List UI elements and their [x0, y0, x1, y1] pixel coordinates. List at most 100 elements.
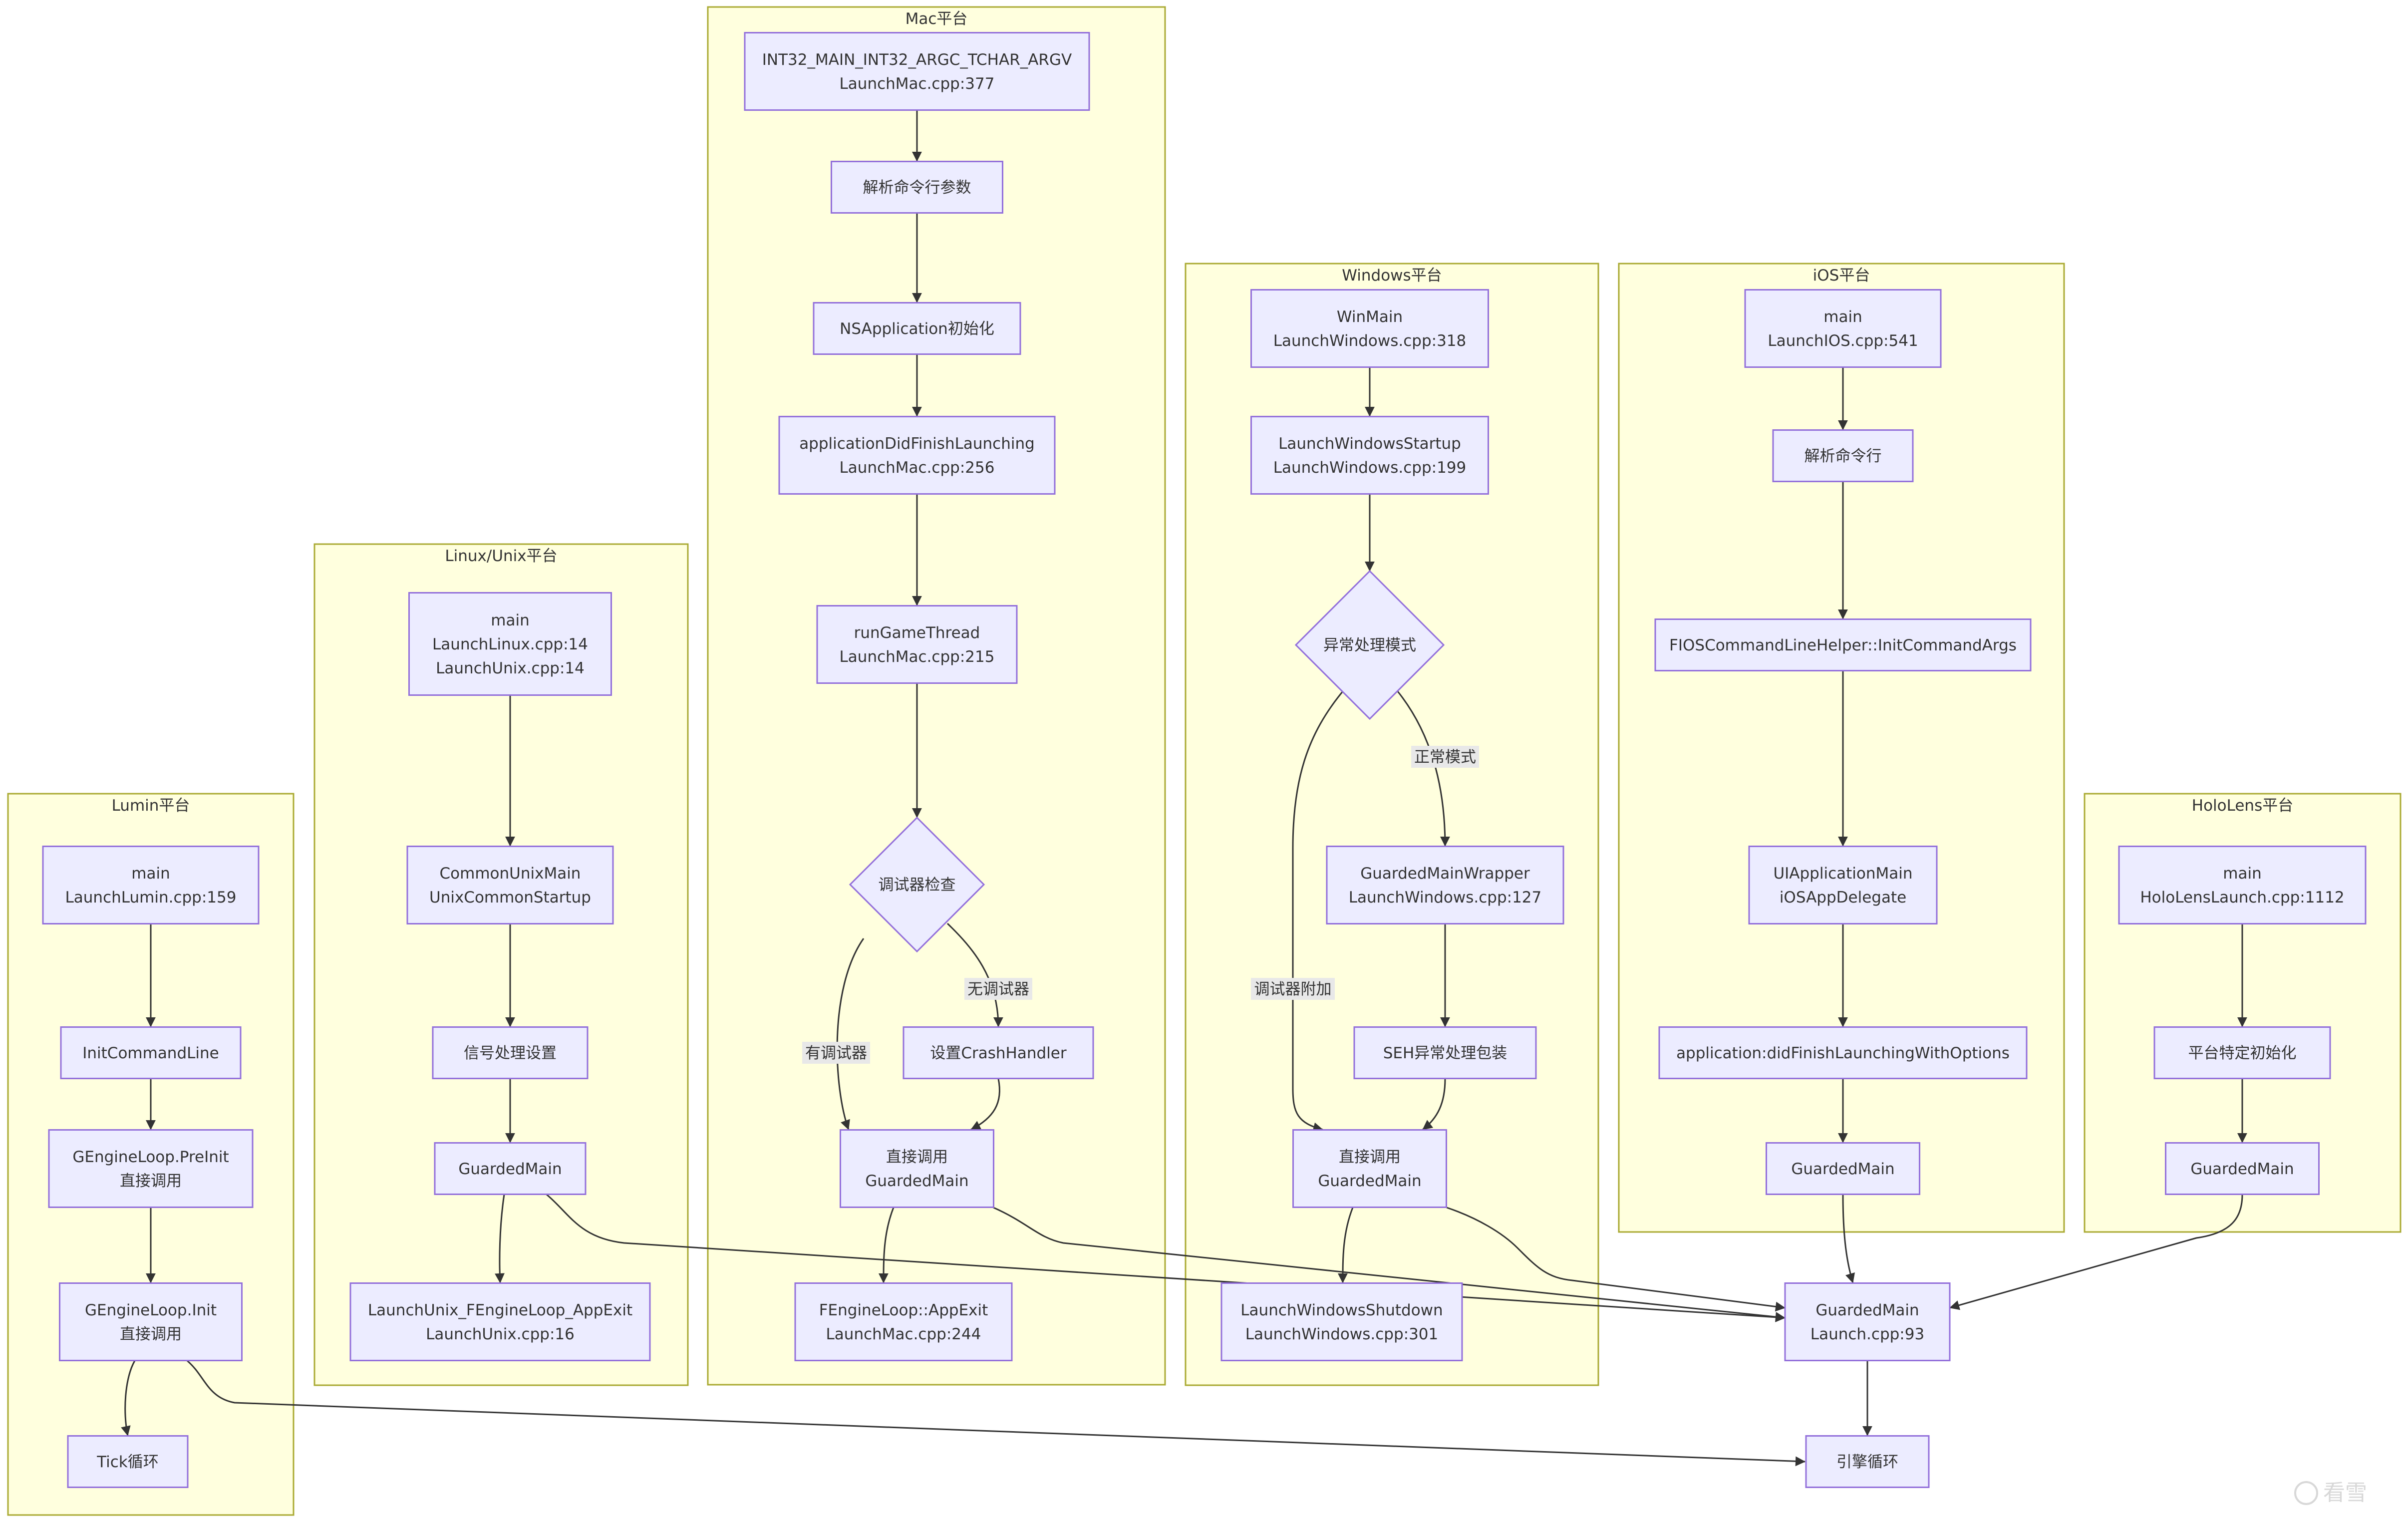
edge-mac-debug-to-crash	[946, 922, 1003, 1027]
svg-text:调试器附加: 调试器附加	[1254, 980, 1332, 998]
edge-mac-crash-to-direct	[970, 1078, 1001, 1131]
watermark: 看雪	[2294, 1480, 2367, 1506]
node-win-shutdown: LaunchWindowsShutdownLaunchWindows.cpp:3…	[1220, 1282, 1463, 1361]
node-ios-guarded: GuardedMain	[1766, 1142, 1920, 1195]
node-label: 异常处理模式	[1323, 636, 1416, 654]
node-label: WinMain	[1337, 308, 1403, 326]
edge-win-seh-to-direct	[1422, 1078, 1446, 1131]
node-label: LaunchLinux.cpp:14	[432, 635, 588, 653]
node-linux-signal: 信号处理设置	[432, 1026, 589, 1079]
node-label: LaunchIOS.cpp:541	[1768, 332, 1918, 350]
node-label: GEngineLoop.PreInit	[72, 1148, 229, 1166]
node-lumin-preinit: GEngineLoop.PreInit 直接调用	[48, 1129, 254, 1208]
watermark-text: 看雪	[2323, 1480, 2367, 1506]
node-label: INT32_MAIN_INT32_ARGC_TCHAR_ARGV	[762, 51, 1072, 69]
node-linux-guarded: GuardedMain	[434, 1142, 587, 1195]
node-holo-guarded: GuardedMain	[2165, 1142, 2320, 1195]
subgraph-title-ios: iOS平台	[1813, 267, 1870, 285]
node-holo-init: 平台特定初始化	[2153, 1026, 2331, 1079]
node-label: GuardedMain	[1318, 1172, 1421, 1190]
node-label: LaunchMac.cpp:256	[840, 459, 995, 477]
edge-mac-debug-to-direct	[836, 938, 865, 1130]
svg-text:有调试器: 有调试器	[805, 1044, 867, 1062]
edge-label-mac-has-debugger: 有调试器	[802, 1042, 870, 1064]
node-win-startup: LaunchWindowsStartupLaunchWindows.cpp:19…	[1250, 416, 1489, 495]
node-label: InitCommandLine	[82, 1044, 219, 1062]
node-label: Tick循环	[96, 1453, 159, 1471]
node-label: NSApplication初始化	[840, 320, 994, 338]
node-label: 直接调用	[120, 1172, 182, 1190]
node-label: CommonUnixMain	[440, 865, 581, 883]
node-ios-didfinish: application:didFinishLaunchingWithOption…	[1658, 1026, 2028, 1079]
node-label: 直接调用	[886, 1148, 948, 1166]
node-label: LaunchWindows.cpp:199	[1273, 459, 1467, 477]
edge-win-direct-to-shutdown	[1338, 1207, 1354, 1283]
node-label: iOSAppDelegate	[1780, 889, 1906, 907]
subgraph-title-mac: Mac平台	[905, 10, 968, 28]
node-label: LaunchMac.cpp:244	[826, 1325, 981, 1343]
node-mac-crash: 设置CrashHandler	[903, 1026, 1094, 1079]
subgraph-ios: iOS平台	[1618, 263, 2065, 1233]
node-label: main	[2223, 865, 2261, 883]
edge-ios-guarded-to-main	[1842, 1194, 1855, 1283]
subgraph-title-lumin: Lumin平台	[112, 797, 190, 815]
node-label: Launch.cpp:93	[1810, 1325, 1924, 1343]
node-mac-main: INT32_MAIN_INT32_ARGC_TCHAR_ARGV LaunchMa…	[744, 32, 1090, 111]
node-label: 信号处理设置	[464, 1044, 557, 1062]
node-label: LaunchWindowsShutdown	[1240, 1301, 1443, 1319]
node-label: application:didFinishLaunchingWithOption…	[1676, 1044, 2010, 1062]
node-lumin-initcmd: InitCommandLine	[60, 1026, 242, 1079]
node-label: GEngineLoop.Init	[85, 1301, 217, 1319]
node-linux-exit: LaunchUnix_FEngineLoop_AppExitLaunchUnix…	[349, 1282, 651, 1361]
node-label: GuardedMain	[1815, 1301, 1919, 1319]
watermark-icon	[2294, 1481, 2318, 1505]
node-label: 平台特定初始化	[2188, 1044, 2297, 1062]
subgraph-title-linux: Linux/Unix平台	[445, 547, 557, 565]
node-label: 解析命令行参数	[863, 179, 971, 197]
node-label: UIApplicationMain	[1773, 865, 1912, 883]
node-label: LaunchLumin.cpp:159	[65, 889, 237, 907]
node-label: LaunchWindowsStartup	[1278, 435, 1461, 453]
node-label: LaunchWindows.cpp:301	[1245, 1325, 1439, 1343]
node-win-seh: SEH异常处理包装	[1353, 1026, 1537, 1079]
node-ios-uiapp: UIApplicationMain iOSAppDelegate	[1748, 846, 1938, 924]
edge-label-win-normal: 正常模式	[1411, 746, 1479, 768]
node-mac-debug: 调试器检查	[849, 816, 985, 953]
node-label: GuardedMain	[2190, 1160, 2294, 1178]
node-label: GuardedMain	[458, 1160, 562, 1178]
node-mac-didfinish: applicationDidFinishLaunchingLaunchMac.c…	[778, 416, 1056, 495]
node-label: main	[491, 611, 529, 629]
node-label: SEH异常处理包装	[1383, 1044, 1507, 1062]
node-label: LaunchWindows.cpp:127	[1349, 889, 1542, 907]
node-mac-direct: 直接调用 GuardedMain	[840, 1129, 994, 1208]
node-label: GuardedMain	[1791, 1160, 1894, 1178]
node-label: applicationDidFinishLaunching	[799, 435, 1035, 453]
node-label: GuardedMain	[865, 1172, 968, 1190]
node-label: LaunchUnix.cpp:16	[426, 1325, 575, 1343]
node-label: FEngineLoop::AppExit	[819, 1301, 988, 1319]
node-label: main	[131, 865, 170, 883]
node-label: 设置CrashHandler	[930, 1044, 1067, 1062]
edge-lumin-init-to-tick	[121, 1360, 136, 1436]
node-label: 直接调用	[1339, 1148, 1401, 1166]
subgraph-title-windows: Windows平台	[1342, 267, 1442, 285]
node-label: main	[1823, 308, 1862, 326]
node-label: LaunchMac.cpp:377	[840, 75, 995, 93]
edge-win-mode-to-direct	[1292, 691, 1344, 1132]
node-label: 引擎循环	[1836, 1453, 1898, 1471]
edge-lumin-init-to-engine	[187, 1360, 1806, 1467]
node-label: LaunchWindows.cpp:318	[1273, 332, 1467, 350]
node-label: GuardedMainWrapper	[1360, 865, 1530, 883]
node-engine-loop: 引擎循环	[1805, 1435, 1930, 1488]
node-label: LaunchMac.cpp:215	[840, 648, 995, 666]
node-mac-nsapp: NSApplication初始化	[813, 302, 1021, 355]
